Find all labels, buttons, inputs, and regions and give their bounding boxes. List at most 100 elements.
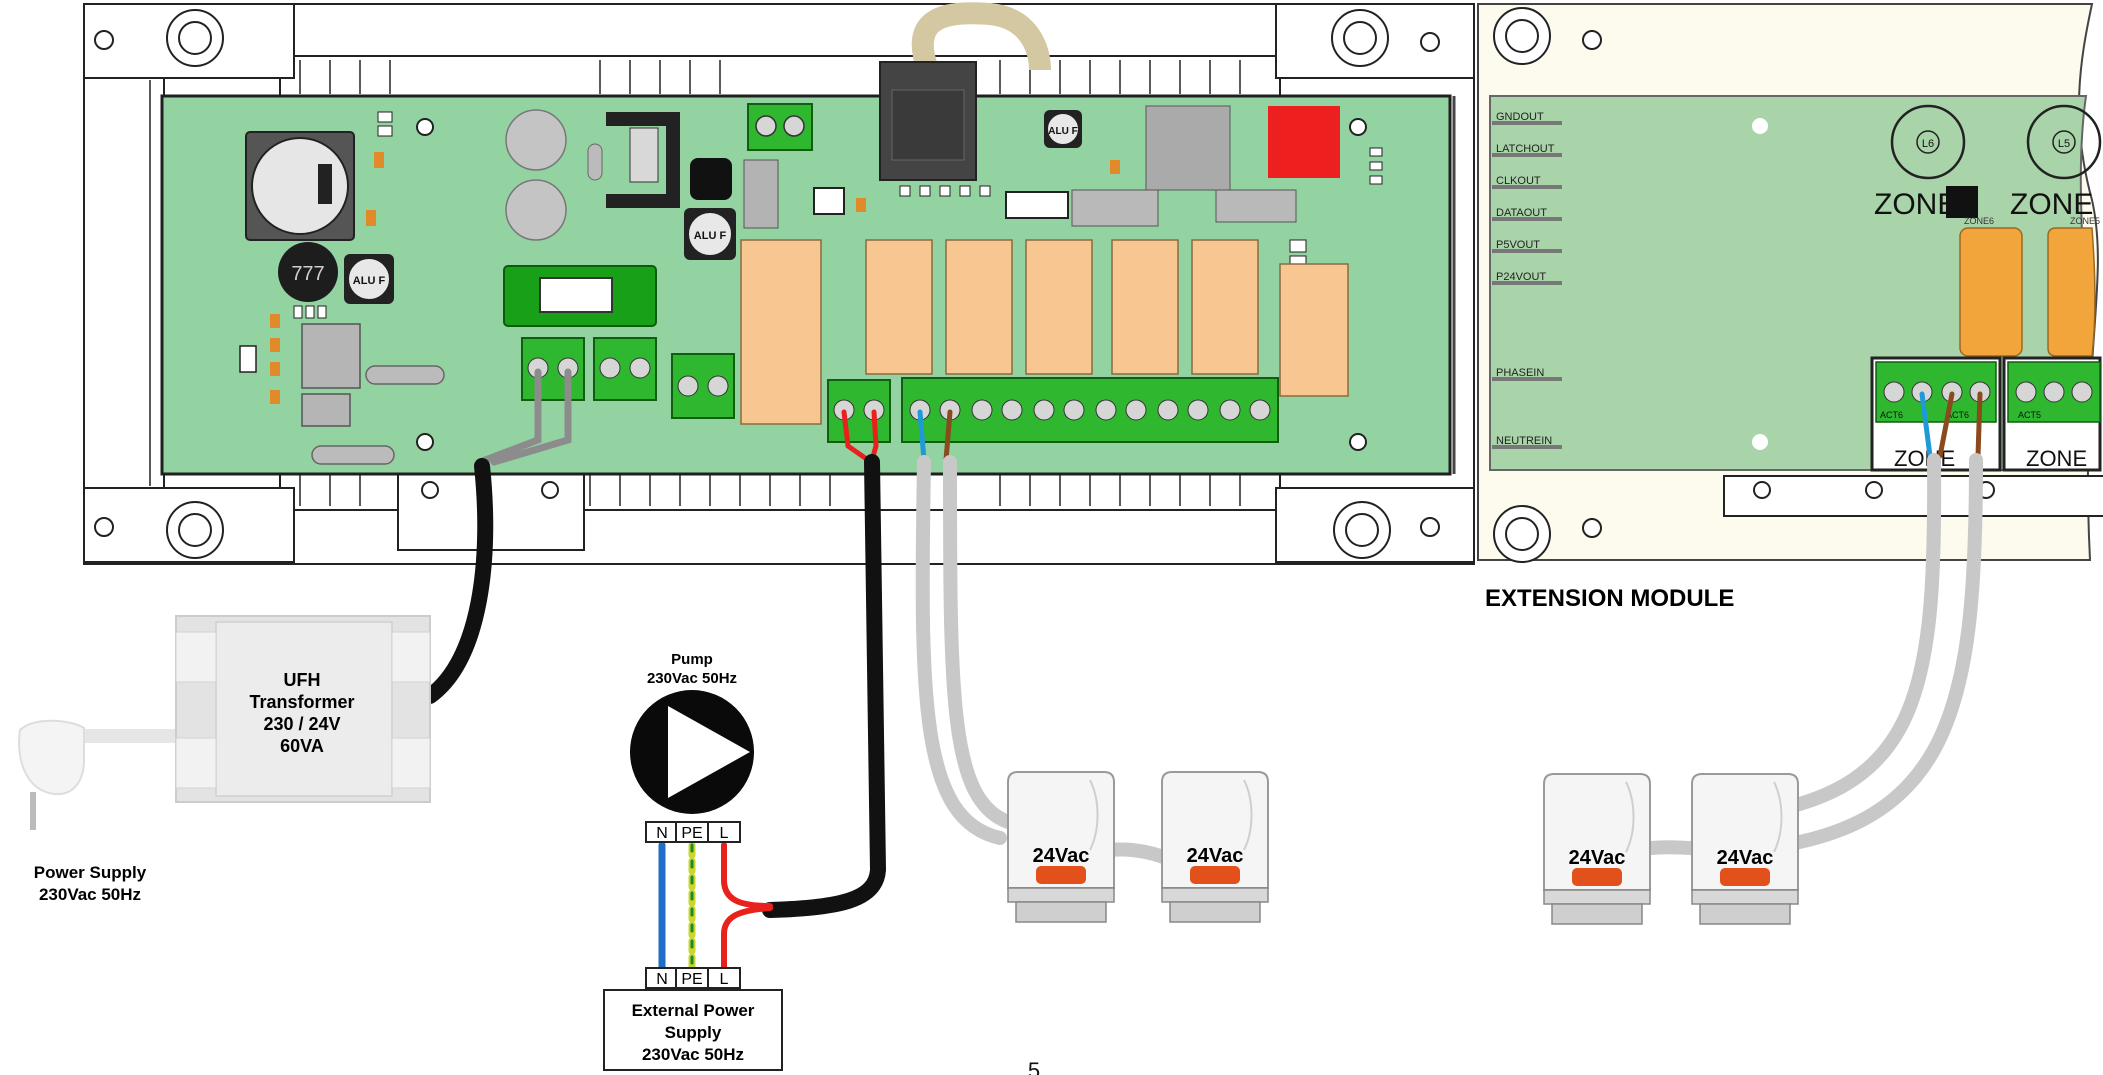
sensor-cable (911, 2, 1051, 74)
pin-clkout: CLKOUT (1496, 175, 1541, 187)
actuator: 24Vac (1691, 773, 1799, 925)
wiring (63, 368, 1983, 972)
actuator-body (1007, 771, 1115, 889)
main-pcb: 777 ALU F (160, 2, 1456, 476)
zone-relay (2047, 227, 2096, 357)
pin-gndout: GNDOUT (1496, 111, 1544, 123)
actuator-cap (1190, 866, 1240, 884)
extension-module: GNDOUT LATCHOUT CLKOUT DATAOUT P5VOUT P2… (1477, 3, 2103, 563)
left-end-cap (83, 77, 165, 489)
terminal-block (593, 337, 657, 401)
actuator-voltage-label: 24Vac (1717, 847, 1774, 869)
actuator-cap (1572, 868, 1622, 886)
zone-led-label: L5 (2058, 138, 2070, 150)
relay (865, 239, 933, 375)
pump-terminal-pe: PE (681, 825, 702, 842)
extension-pins: GNDOUT LATCHOUT CLKOUT DATAOUT P5VOUT P2… (1492, 111, 1562, 449)
actuator-voltage-label: 24Vac (1033, 845, 1090, 867)
supply-terminal-l: L (720, 971, 729, 988)
mains-plug (18, 719, 85, 830)
power-supply-label-line: Power Supply (34, 863, 147, 882)
relay (1191, 239, 1259, 375)
capacitor (278, 242, 338, 302)
actuator: 24Vac (1543, 773, 1651, 925)
ic-chip (690, 158, 732, 200)
zone-relay-label: ZONE5 (2070, 216, 2100, 226)
external-supply-label-line: Supply (665, 1023, 722, 1042)
top-rail-teeth (299, 60, 1241, 94)
relay (1279, 263, 1349, 397)
pump-terminal-l: L (720, 825, 729, 842)
pump-terminal-n: N (656, 825, 668, 842)
ufh-transformer: UFH Transformer 230 / 24V 60VA (175, 615, 431, 803)
supply-box (603, 989, 783, 1071)
zone-led-l5 (2026, 104, 2102, 180)
actuator: 24Vac (1161, 771, 1269, 923)
zone-label: ZONE (1874, 188, 1957, 221)
zone-label: ZONE (2026, 446, 2087, 471)
pump-label-line: Pump (671, 651, 713, 668)
inductor-label: ALU F (353, 275, 386, 287)
pump-cable (762, 454, 887, 918)
external-supply-label-line: External Power (632, 1001, 755, 1020)
zone-terminal-label: ACT5 (2018, 410, 2041, 420)
pump: Pump 230Vac 50Hz N PE L (630, 651, 754, 843)
actuator-cable (915, 455, 1007, 845)
mount-hole (94, 30, 114, 50)
inductor-label: ALU F (694, 230, 727, 242)
terminal-actuators (901, 377, 1279, 443)
page-number: 5 (1028, 1058, 1040, 1075)
capacitor-label: 777 (291, 263, 324, 285)
mount-hole (94, 517, 114, 537)
pin-latchout: LATCHOUT (1496, 143, 1555, 155)
relays (740, 239, 1349, 425)
bottom-rail-teeth (299, 474, 1241, 506)
capacitor (505, 109, 567, 171)
pump-label-line: 230Vac 50Hz (647, 670, 737, 687)
inductor-label: ALU F (1048, 126, 1077, 137)
relay (1025, 239, 1093, 375)
pin-phasein: PHASEIN (1496, 367, 1544, 379)
supply-terminal-strip (645, 967, 741, 989)
pin-dataout: DATAOUT (1496, 207, 1547, 219)
relay (1111, 239, 1179, 375)
actuator-cap (1036, 866, 1086, 884)
actuator-body (1543, 773, 1651, 891)
regulator (301, 323, 361, 389)
actuator-cap (1720, 868, 1770, 886)
zone-terminal-label: ACT6 (1880, 410, 1903, 420)
pin-p5vout: P5VOUT (1496, 239, 1540, 251)
transformer-label-line: UFH (284, 670, 321, 690)
actuator-voltage-label: 24Vac (1569, 847, 1626, 869)
transformer-label-line: Transformer (249, 692, 354, 712)
actuator-body (1161, 771, 1269, 889)
power-supply-label-line: 230Vac 50Hz (39, 885, 141, 904)
zone-label: ZONE (2010, 188, 2093, 221)
extension-module-label: EXTENSION MODULE (1485, 585, 1734, 612)
supply-terminal-n: N (656, 971, 668, 988)
top-rail (279, 55, 1281, 99)
external-supply-label-line: 230Vac 50Hz (642, 1045, 744, 1064)
zone-relay (1959, 227, 2023, 357)
zone-label: ZONE (1894, 446, 1955, 471)
supply-terminal-pe: PE (681, 971, 702, 988)
transformer-label-line: 60VA (280, 736, 324, 756)
relay (945, 239, 1013, 375)
external-power-supply: N PE L External Power Supply 230Vac 50Hz (603, 967, 783, 1071)
actuator-voltage-label: 24Vac (1187, 845, 1244, 867)
transformer-output-cable (422, 458, 494, 704)
actuator: 24Vac (1007, 771, 1115, 923)
status-led (1268, 106, 1340, 178)
inductor (347, 257, 391, 301)
transformer-label-line: 230 / 24V (263, 714, 340, 734)
pin-neutrein: NEUTREIN (1496, 435, 1552, 447)
zone-led-label: L6 (1922, 138, 1934, 150)
relay (740, 239, 822, 425)
zone-relay-label: ZONE6 (1964, 216, 1994, 226)
zone-terminal-label: ACT6 (1946, 410, 1969, 420)
pump-terminal-strip (645, 821, 741, 843)
zone-led-l6 (1890, 104, 1966, 180)
actuator-body (1691, 773, 1799, 891)
terminal-blocks (521, 337, 1279, 443)
